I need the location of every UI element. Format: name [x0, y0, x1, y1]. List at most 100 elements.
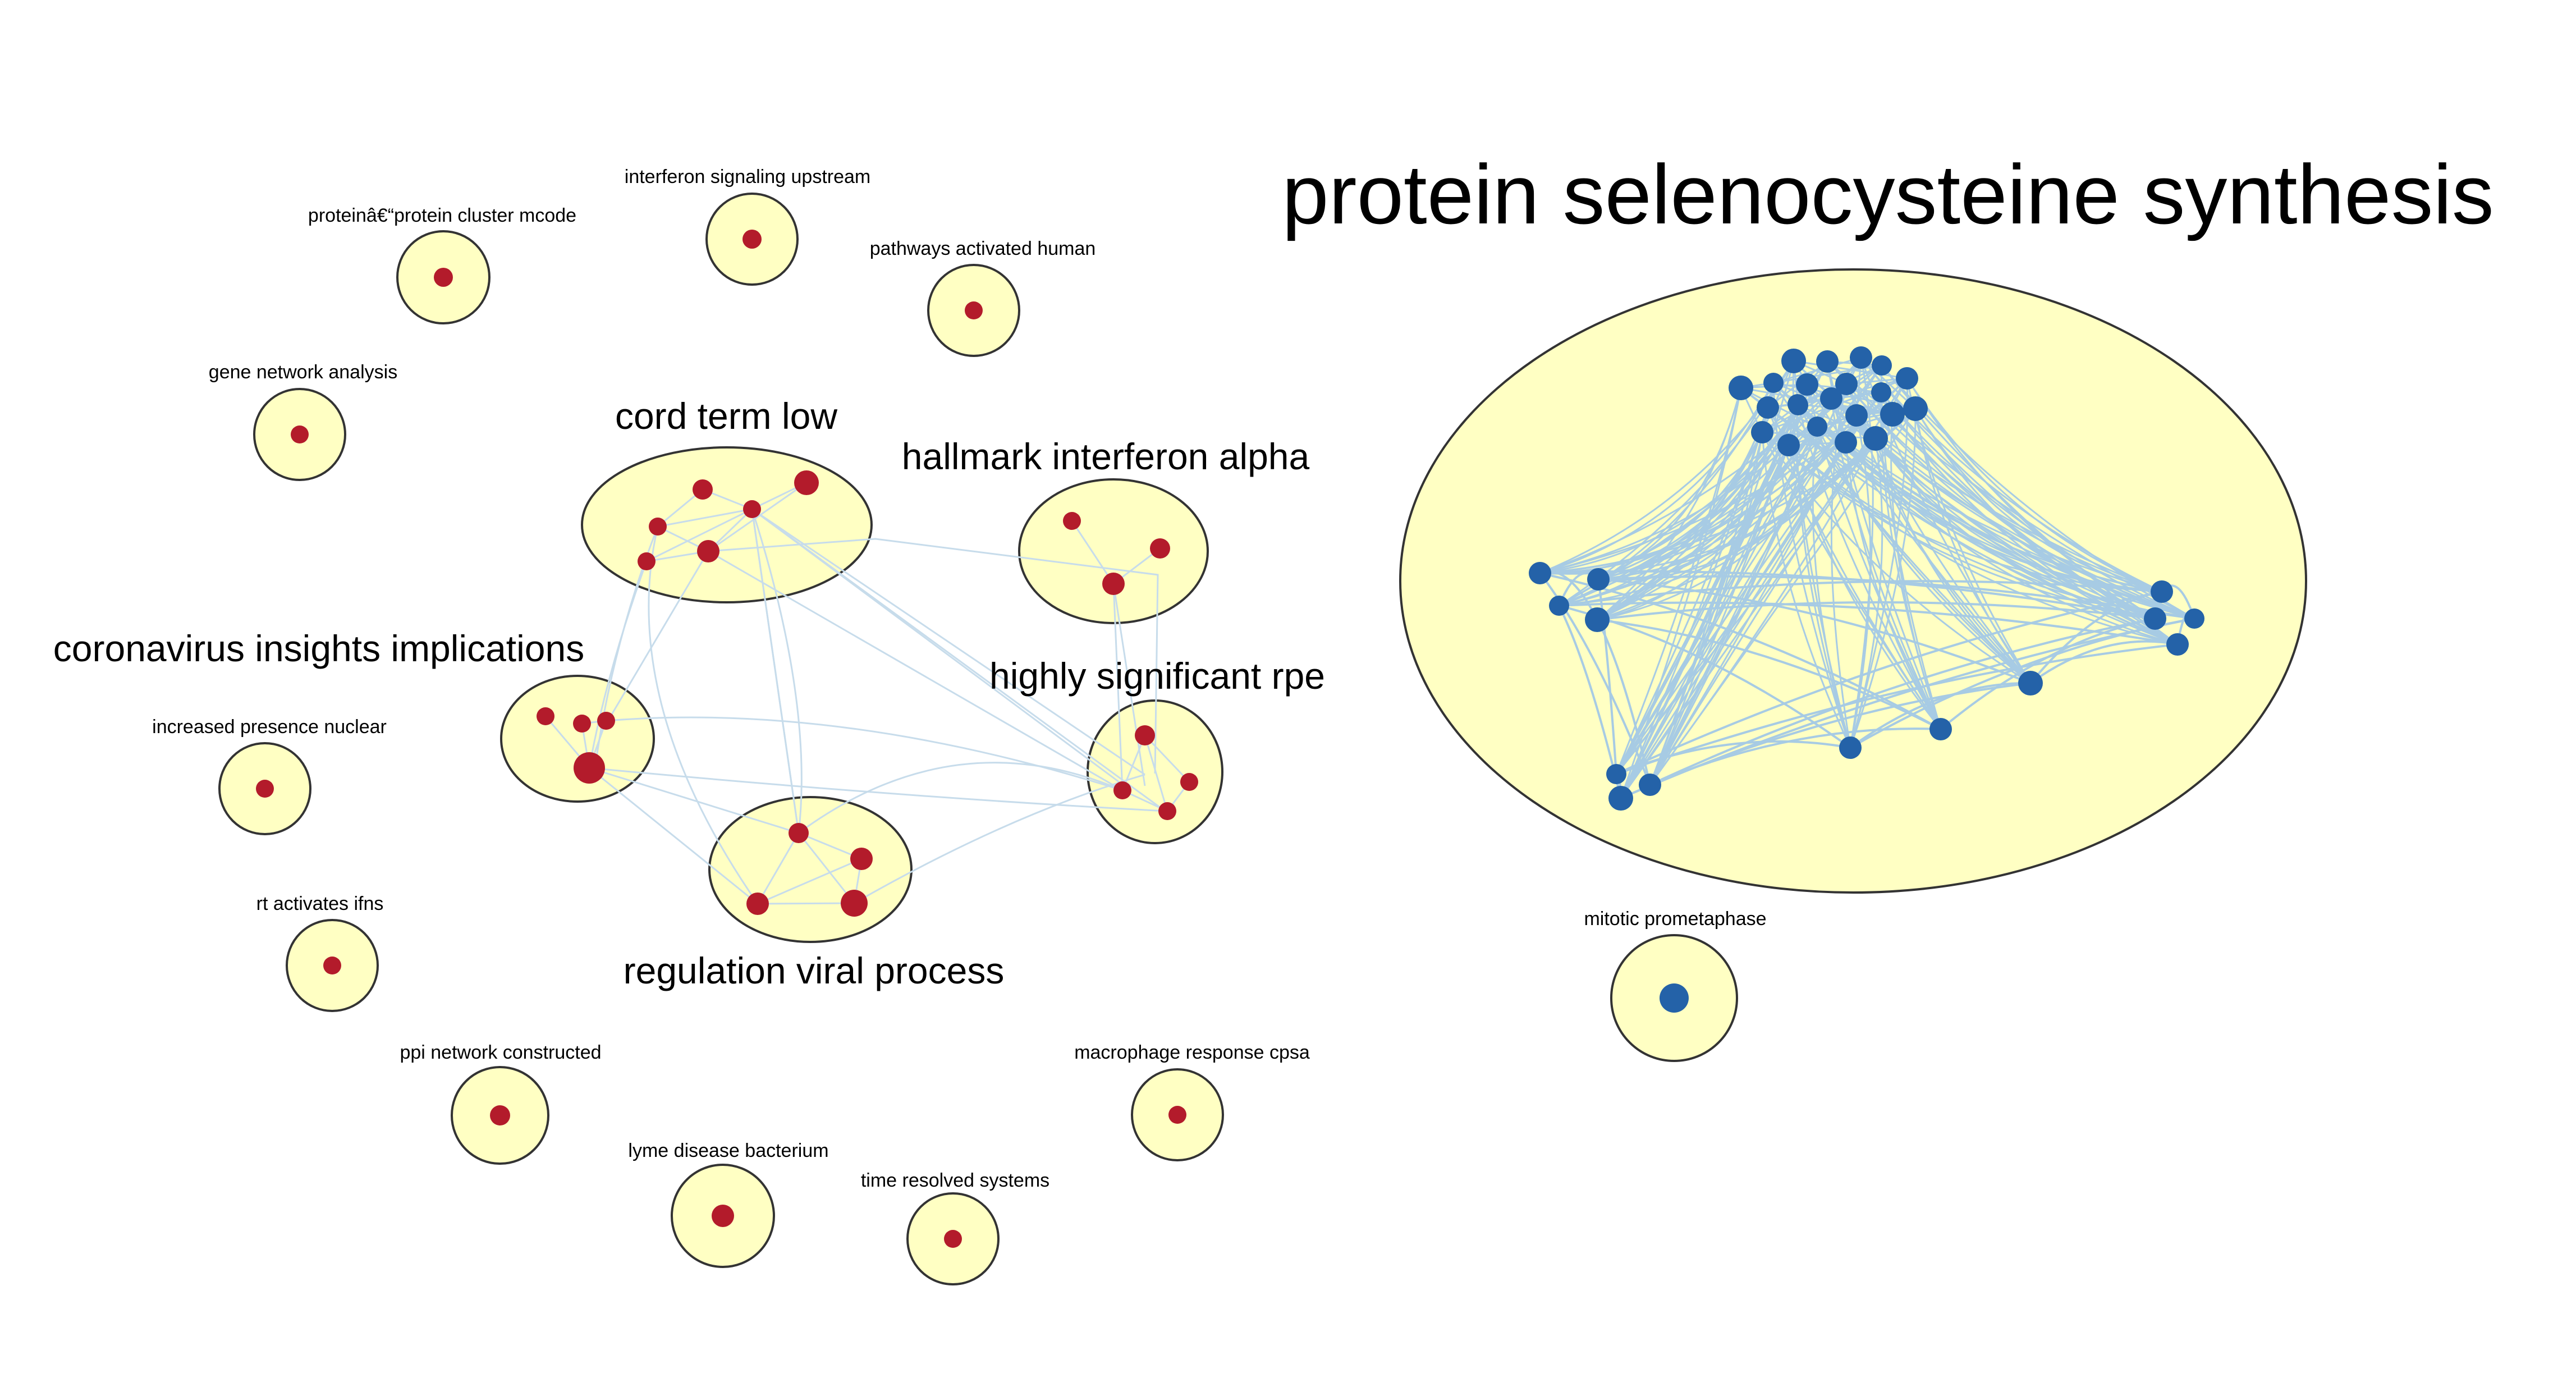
node[interactable] — [746, 893, 769, 915]
edge — [1649, 727, 1941, 786]
node[interactable] — [1168, 1106, 1186, 1124]
cluster-label: cord term low — [615, 395, 837, 437]
node[interactable] — [1587, 568, 1610, 591]
node[interactable] — [1850, 346, 1872, 369]
node[interactable] — [794, 470, 819, 495]
edge — [1891, 414, 2178, 646]
node[interactable] — [1807, 417, 1827, 437]
node[interactable] — [712, 1205, 734, 1227]
edge — [1761, 360, 1795, 433]
node[interactable] — [1180, 773, 1198, 791]
node[interactable] — [1158, 802, 1176, 820]
node[interactable] — [1529, 562, 1551, 584]
node[interactable] — [743, 500, 761, 518]
node[interactable] — [1102, 573, 1125, 595]
node[interactable] — [2184, 608, 2204, 629]
node[interactable] — [434, 268, 453, 287]
edge — [1649, 426, 1818, 785]
node[interactable] — [1820, 387, 1842, 410]
node[interactable] — [1135, 725, 1155, 745]
node[interactable] — [1835, 373, 1858, 395]
edge — [1827, 360, 1893, 415]
node[interactable] — [537, 707, 554, 725]
node[interactable] — [291, 425, 309, 443]
edge — [1914, 408, 2162, 593]
node[interactable] — [490, 1105, 510, 1125]
node[interactable] — [1150, 538, 1170, 559]
node[interactable] — [944, 1230, 962, 1248]
node[interactable] — [1757, 396, 1779, 419]
edge — [1891, 414, 2195, 620]
node[interactable] — [323, 957, 341, 974]
edge — [1940, 617, 2156, 730]
edge — [1874, 438, 2156, 620]
cluster-label: lyme disease bacterium — [628, 1140, 828, 1161]
node[interactable] — [1903, 396, 1928, 421]
cluster-regulation-viral-process[interactable] — [708, 796, 913, 943]
edge — [1649, 438, 1877, 785]
node[interactable] — [841, 890, 868, 917]
node[interactable] — [742, 230, 762, 249]
edge — [1849, 681, 2031, 749]
edge — [1597, 579, 1617, 775]
node[interactable] — [573, 715, 591, 733]
edge — [1914, 408, 2156, 620]
node[interactable] — [1845, 404, 1868, 427]
node[interactable] — [1796, 373, 1818, 396]
node[interactable] — [1787, 394, 1808, 414]
node[interactable] — [2151, 580, 2173, 603]
cluster-label: macrophage response cpsa — [1074, 1042, 1310, 1063]
node[interactable] — [1816, 350, 1839, 373]
node[interactable] — [697, 540, 719, 562]
node[interactable] — [1863, 426, 1888, 451]
node[interactable] — [965, 301, 983, 319]
node[interactable] — [1606, 764, 1626, 784]
edge — [1816, 426, 2031, 684]
node[interactable] — [1639, 774, 1661, 796]
node[interactable] — [1660, 983, 1689, 1013]
node[interactable] — [1872, 355, 1892, 376]
node[interactable] — [693, 479, 713, 500]
node[interactable] — [1835, 431, 1857, 454]
cluster-label: interferon signaling upstream — [625, 166, 870, 187]
node[interactable] — [1777, 434, 1800, 456]
node[interactable] — [1880, 402, 1905, 427]
node[interactable] — [1113, 781, 1131, 799]
node[interactable] — [2144, 607, 2166, 630]
node[interactable] — [1549, 596, 1569, 616]
edge — [1597, 619, 1941, 730]
cluster-coronavirus-insights-implications[interactable] — [500, 675, 655, 803]
node[interactable] — [256, 780, 274, 798]
edge — [1812, 426, 1851, 748]
node[interactable] — [597, 712, 615, 730]
edge — [1559, 580, 2162, 607]
node[interactable] — [1929, 718, 1952, 740]
edge — [1597, 601, 2156, 621]
node[interactable] — [1839, 736, 1862, 759]
edge — [1597, 442, 1847, 621]
cluster-label: pathways activated human — [870, 238, 1096, 259]
node[interactable] — [1896, 367, 1918, 390]
cluster-cord-term-low[interactable] — [581, 446, 873, 603]
edge — [1796, 404, 1942, 730]
node[interactable] — [1751, 421, 1773, 443]
edge — [1761, 432, 2031, 684]
node[interactable] — [574, 752, 605, 784]
node[interactable] — [1871, 382, 1891, 402]
edge — [1649, 617, 2156, 786]
node[interactable] — [1763, 373, 1784, 393]
node[interactable] — [638, 552, 656, 570]
node[interactable] — [1585, 607, 1610, 632]
node[interactable] — [649, 518, 667, 536]
edge — [1773, 356, 1862, 384]
node[interactable] — [850, 848, 873, 870]
node[interactable] — [1781, 349, 1806, 373]
node[interactable] — [1063, 512, 1081, 530]
node[interactable] — [2018, 671, 2043, 695]
edge — [1880, 392, 2195, 620]
node[interactable] — [789, 823, 809, 843]
node[interactable] — [1729, 376, 1753, 400]
node[interactable] — [1608, 786, 1633, 811]
node[interactable] — [2166, 633, 2189, 656]
